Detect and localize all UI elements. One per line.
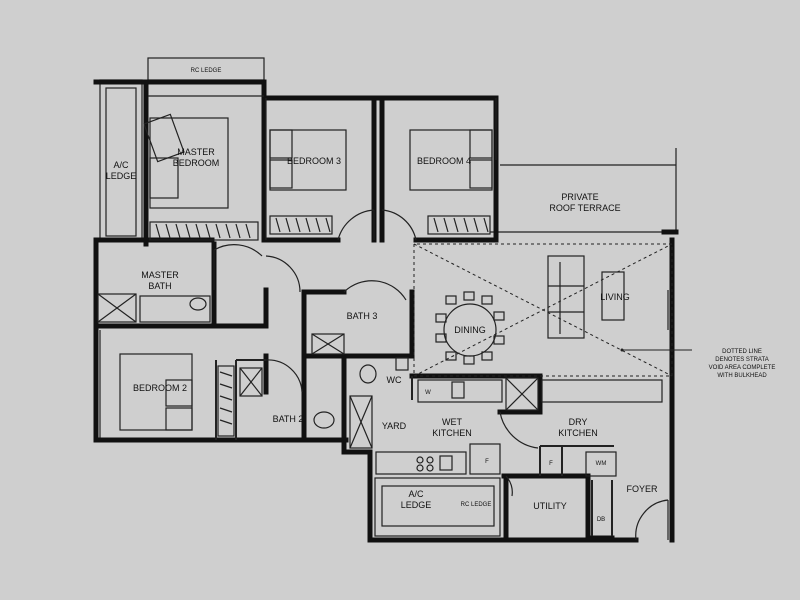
- label-utility: UTILITY: [533, 501, 567, 511]
- label-rc-ledge-bottom: RC LEDGE: [461, 502, 492, 508]
- dining-set: [435, 291, 505, 365]
- kitchen-counters: [375, 379, 663, 477]
- note-line-3: VOID AREA COMPLETE: [709, 365, 776, 371]
- walls: [93, 79, 679, 543]
- label-rc-ledge-top: RC LEDGE: [191, 68, 222, 74]
- windows: [148, 95, 669, 330]
- void-area: [413, 243, 673, 377]
- label-foyer: FOYER: [626, 484, 658, 494]
- label-bedroom-2: BEDROOM 2: [133, 383, 187, 393]
- inner-walls: [215, 359, 614, 536]
- label-wet-kitchen-1: WET: [442, 417, 462, 427]
- label-w: W: [425, 390, 431, 396]
- note-leader-dot: [620, 348, 624, 352]
- wardrobes: [149, 215, 491, 437]
- label-master-bath-1: MASTER: [141, 270, 179, 280]
- bath-fixtures: [97, 293, 539, 449]
- label-bath-3: BATH 3: [347, 311, 378, 321]
- label-dining: DINING: [454, 325, 486, 335]
- living-furniture: [547, 255, 625, 339]
- label-dry-kitchen-1: DRY: [569, 417, 588, 427]
- label-f-1: F: [485, 459, 489, 465]
- note-line-2: DENOTES STRATA: [715, 357, 768, 363]
- label-wc: WC: [387, 375, 402, 385]
- label-master-bedroom-1: MASTER: [177, 147, 215, 157]
- label-yard: YARD: [382, 421, 407, 431]
- label-wet-kitchen-2: KITCHEN: [432, 428, 472, 438]
- note-line-1: DOTTED LINE: [722, 349, 762, 355]
- label-private-roof-terrace-2: ROOF TERRACE: [549, 203, 620, 213]
- label-ac-ledge-left-1: A/C: [113, 160, 129, 170]
- beds: [119, 113, 493, 431]
- label-living: LIVING: [600, 292, 630, 302]
- label-ac-ledge-left-2: LEDGE: [106, 171, 137, 181]
- label-ac-ledge-bottom-1: A/C: [408, 489, 424, 499]
- note-line-4: WITH BULKHEAD: [717, 373, 767, 379]
- label-private-roof-terrace-1: PRIVATE: [561, 192, 598, 202]
- label-bedroom-4: BEDROOM 4: [417, 156, 471, 166]
- doors: [213, 209, 669, 541]
- label-master-bedroom-2: BEDROOM: [173, 158, 220, 168]
- label-bath-2: BATH 2: [273, 414, 304, 424]
- label-bedroom-3: BEDROOM 3: [287, 156, 341, 166]
- label-db: DB: [597, 517, 605, 523]
- label-dry-kitchen-2: KITCHEN: [558, 428, 598, 438]
- label-wm: WM: [596, 461, 607, 467]
- label-master-bath-2: BATH: [148, 281, 171, 291]
- label-f-2: F: [549, 461, 553, 467]
- label-ac-ledge-bottom-2: LEDGE: [401, 500, 432, 510]
